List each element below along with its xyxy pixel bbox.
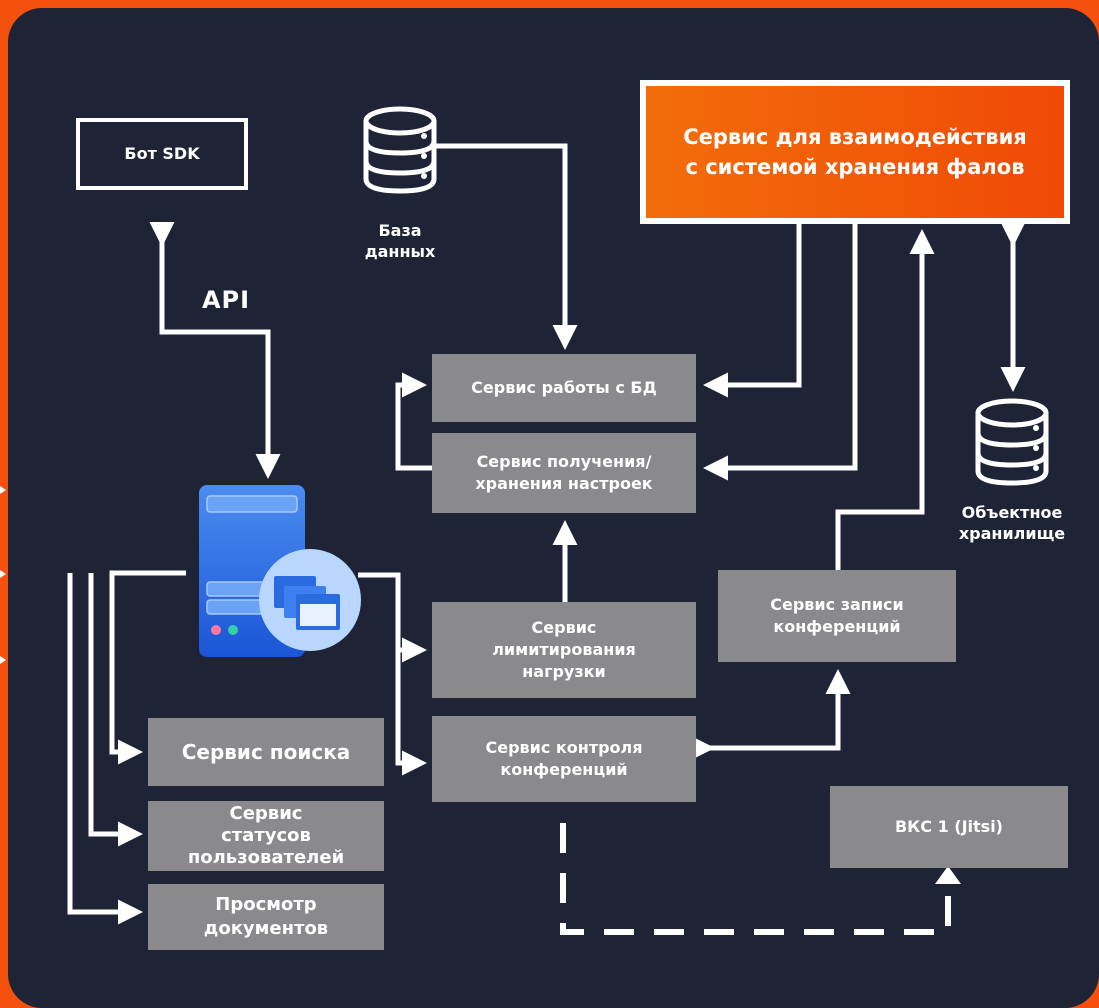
control-recording-link <box>690 668 851 761</box>
database-label: База данных <box>364 221 436 261</box>
settings-service-label: Сервис получения/ хранения настроек <box>475 452 653 493</box>
bot-sdk-label: Бот SDK <box>124 144 200 163</box>
conference-control-label: Сервис контроля конференций <box>485 738 643 779</box>
storage-to-settings <box>702 224 858 481</box>
recording-service-label: Сервис записи конференций <box>770 595 904 636</box>
rate-limit-service-label: Сервис лимитирования нагрузки <box>492 618 636 681</box>
doc-viewer-box: Просмотр документов <box>148 884 384 950</box>
recording-to-storage <box>835 228 935 570</box>
conference-control-box: Сервис контроля конференций <box>432 716 696 802</box>
doc-viewer-label: Просмотр документов <box>203 894 329 939</box>
server-to-search <box>109 570 186 765</box>
edge-marker <box>0 570 6 578</box>
db-service-box: Сервис работы с БД <box>432 354 696 422</box>
object-storage-icon <box>975 398 1049 486</box>
db-to-dbservice <box>432 143 578 351</box>
user-status-service-label: Сервис статусов пользователей <box>187 803 345 868</box>
server-icon <box>199 485 361 657</box>
api-connector <box>149 222 281 480</box>
settings-service-box: Сервис получения/ хранения настроек <box>432 433 696 513</box>
storage-to-dbservice <box>702 224 802 398</box>
object-storage-label: Объектное хранилище <box>958 503 1066 543</box>
db-service-label: Сервис работы с БД <box>471 378 657 397</box>
server-right-branch <box>358 572 428 776</box>
api-label: API <box>201 286 251 314</box>
search-service-box: Сервис поиска <box>148 718 384 786</box>
settings-loop <box>395 372 432 471</box>
user-status-service-box: Сервис статусов пользователей <box>148 801 384 871</box>
control-to-vks-dashed <box>560 823 951 935</box>
server-to-docs <box>67 573 144 925</box>
storage-service-box: Сервис для взаимодействия с системой хра… <box>640 80 1070 224</box>
edge-marker <box>0 486 6 494</box>
bot-sdk-box: Бот SDK <box>76 118 248 190</box>
server-to-statuses <box>88 573 144 847</box>
storage-service-label: Сервис для взаимодействия с системой хра… <box>683 125 1027 179</box>
rate-limit-service-box: Сервис лимитирования нагрузки <box>432 602 696 698</box>
edge-marker <box>0 656 6 664</box>
vks-box: ВКС 1 (Jitsi) <box>830 786 1068 868</box>
search-service-label: Сервис поиска <box>181 740 351 764</box>
recording-service-box: Сервис записи конференций <box>718 570 956 662</box>
windows-icon <box>274 576 340 630</box>
vks-label: ВКС 1 (Jitsi) <box>894 817 1003 836</box>
database-icon <box>363 106 437 194</box>
